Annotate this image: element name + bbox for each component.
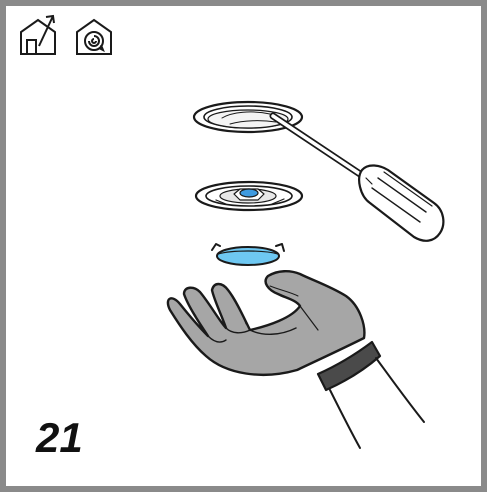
screwdriver — [273, 116, 443, 241]
gloved-hand — [168, 271, 424, 448]
step-number: 21 — [36, 414, 83, 462]
led-lens — [212, 244, 284, 265]
lamp-holder-ring — [196, 182, 302, 210]
